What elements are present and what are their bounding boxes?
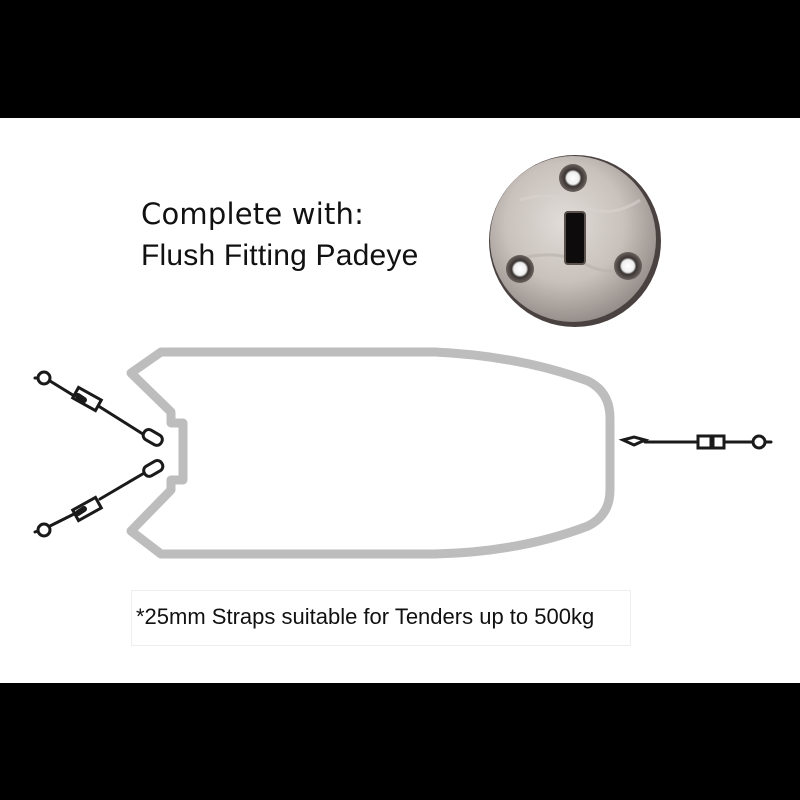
heading-line-2: Flush Fitting Padeye xyxy=(141,239,419,272)
strap-icon xyxy=(618,434,773,450)
feature-heading: Complete with: Flush Fitting Padeye xyxy=(141,194,418,276)
strap-icon xyxy=(33,370,164,447)
heading-line-1: Complete with: xyxy=(141,197,365,231)
note-box xyxy=(131,590,631,646)
strap-capacity-note: *25mm Straps suitable for Tenders up to … xyxy=(136,604,595,629)
screw-hole-icon xyxy=(506,164,642,283)
bottom-black-band xyxy=(0,683,800,800)
tender-hull-outline xyxy=(126,347,615,559)
padeye-plate-icon xyxy=(489,155,661,327)
diagram-panel xyxy=(0,118,800,683)
strap-icon xyxy=(33,459,165,538)
top-black-band xyxy=(0,0,800,118)
